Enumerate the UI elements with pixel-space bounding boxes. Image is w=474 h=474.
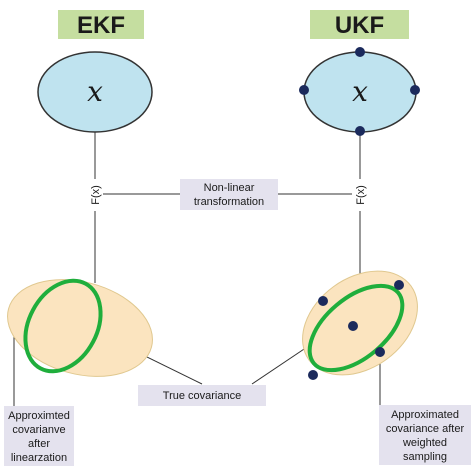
true-covariance-label: True covariance <box>163 390 241 402</box>
ukf-approx-label-box <box>379 405 471 465</box>
nonlinear-label-line2: transformation <box>194 196 264 208</box>
sigma-point <box>308 370 318 380</box>
ukf-approx-label-line1: Approximated <box>391 409 459 421</box>
sigma-point <box>355 47 365 57</box>
sigma-point <box>394 280 404 290</box>
ukf-true-distribution <box>302 270 418 376</box>
nonlinear-label-box <box>180 179 278 210</box>
sigma-point <box>348 321 358 331</box>
ekf-state-variable: x <box>87 75 103 108</box>
ekf-approx-label-line2: covarianve <box>12 424 65 436</box>
ukf-function-box <box>353 179 367 211</box>
ekf-state-ellipse <box>37 51 153 133</box>
ekf-approx-label-box <box>4 406 74 466</box>
ukf-input-sigma-points <box>299 47 420 136</box>
ukf-output-sigma-points <box>308 280 404 380</box>
ukf-approx-label-line4: sampling <box>403 451 447 463</box>
sigma-point <box>375 347 385 357</box>
ekf-approx-label-line3: after <box>28 438 50 450</box>
sigma-point <box>355 126 365 136</box>
ukf-state-variable: x <box>352 75 368 108</box>
sigma-point <box>410 85 420 95</box>
ekf-header: EKF <box>77 12 125 39</box>
ekf-true-distribution <box>7 279 153 377</box>
sigma-point <box>299 85 309 95</box>
sigma-point <box>318 296 328 306</box>
ekf-approx-label-line4: linearzation <box>11 452 67 464</box>
ukf-header-box <box>310 10 409 39</box>
ukf-approx-label-line3: weighted <box>402 437 447 449</box>
nonlinear-label-line1: Non-linear <box>204 182 255 194</box>
ukf-header: UKF <box>335 12 384 39</box>
ekf-approx-covariance-ellipse <box>23 278 103 374</box>
ukf-function-label: F(x) <box>355 185 367 205</box>
ekf-approx-label-line1: Approximted <box>8 410 70 422</box>
ekf-header-box <box>58 10 144 39</box>
ukf-approx-label-line2: covariance after <box>386 423 465 435</box>
ekf-function-label: F(x) <box>90 185 102 205</box>
true-covariance-label-box <box>138 385 266 406</box>
ekf-function-box <box>88 179 102 211</box>
